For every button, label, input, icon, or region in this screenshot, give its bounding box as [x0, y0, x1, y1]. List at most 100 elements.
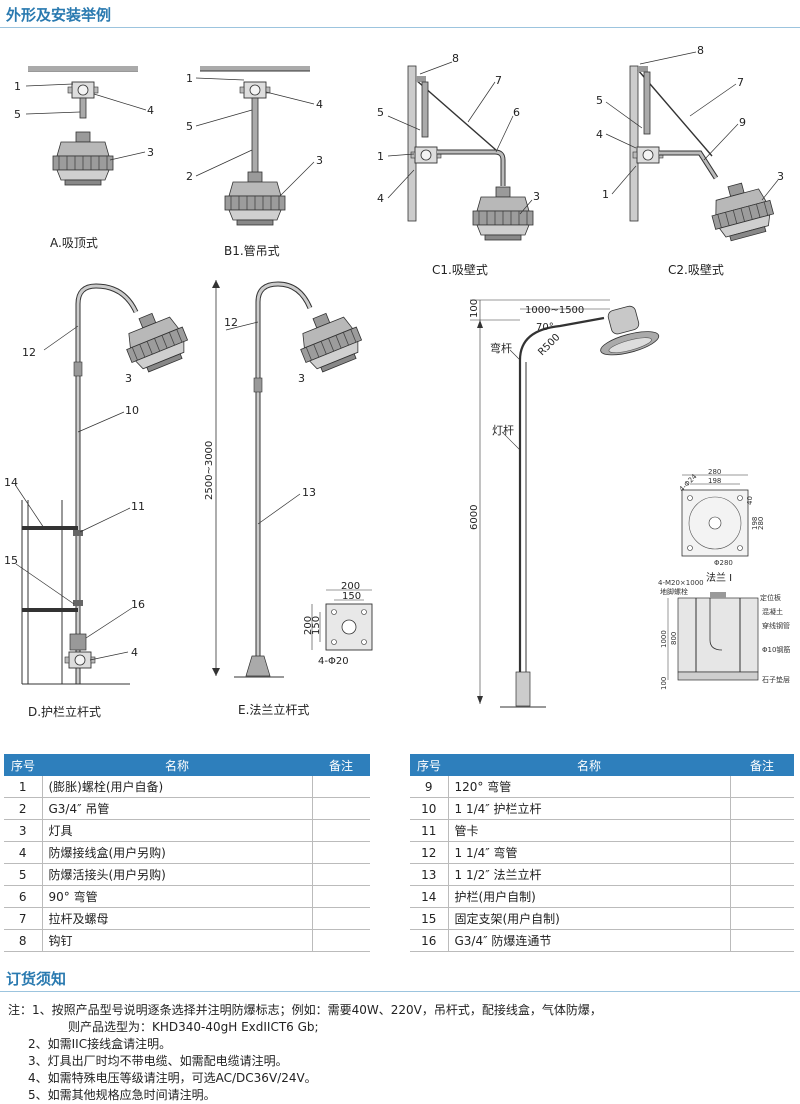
c2-label-7: 7 — [737, 76, 744, 89]
c1-label-1: 1 — [377, 150, 384, 163]
note-5: 5、如需其他规格应急时间请注明。 — [28, 1088, 216, 1102]
figure-d: 12 3 10 14 11 15 16 4 D.护栏立杆式 — [4, 283, 194, 719]
f-found-anchor: 地脚螺栓 — [660, 587, 688, 596]
d-label-11: 11 — [131, 500, 145, 513]
b1-label-5: 5 — [186, 120, 193, 133]
header-remark: 备注 — [312, 754, 370, 776]
c2-label-9: 9 — [739, 116, 746, 129]
d-label-14: 14 — [4, 476, 18, 489]
figure-c2: 8 7 5 9 4 1 3 C2.吸壁式 — [596, 44, 784, 277]
f-flange-caption: 法兰 I — [706, 571, 732, 584]
c2-caption: C2.吸壁式 — [668, 262, 724, 277]
d-label-12: 12 — [22, 346, 36, 359]
header-remark: 备注 — [730, 754, 794, 776]
f-dim-angle: 70° — [536, 322, 554, 333]
note-1: 注：1、按照产品型号说明逐条选择并注明防爆标志；例如：需要40W、220V，吊杆… — [8, 1003, 602, 1017]
a-label-5: 5 — [14, 108, 21, 121]
a-caption: A.吸顶式 — [50, 236, 98, 250]
ordering-title: 订货须知 — [6, 970, 67, 988]
d-label-3: 3 — [125, 372, 132, 385]
e-height-dim: 2500~3000 — [204, 441, 215, 500]
b1-caption: B1.管吊式 — [224, 243, 280, 258]
figure-e: 2500~3000 12 3 13 200 150 200 150 4-Φ20 … — [204, 280, 373, 717]
installation-drawings: 1 5 4 3 A.吸顶式 1 5 4 2 3 B1.管吊式 — [4, 44, 790, 719]
f-flange-w198: 198 — [708, 477, 721, 485]
e-label-12: 12 — [224, 316, 238, 329]
a-label-3: 3 — [147, 146, 154, 159]
f-dim-radius: R500 — [536, 332, 562, 358]
f-found-plate: 定位板 — [760, 593, 781, 602]
c1-caption: C1.吸壁式 — [432, 262, 488, 277]
c1-label-3: 3 — [533, 190, 540, 203]
f-label-bent-arm: 弯杆 — [490, 341, 512, 355]
f-label-pole: 灯杆 — [492, 423, 514, 437]
ordering-title-rule — [0, 991, 800, 992]
d-label-16: 16 — [131, 598, 145, 611]
e-flange-holes: 4-Φ20 — [318, 656, 349, 667]
c2-label-8: 8 — [697, 44, 704, 57]
note-3: 3、灯具出厂时均不带电缆、如需配电缆请注明。 — [28, 1054, 288, 1068]
f-found-concrete: 混凝土 — [762, 607, 783, 616]
c2-label-3: 3 — [777, 170, 784, 183]
e-flange-w200: 200 — [341, 581, 360, 592]
f-dim-6000: 6000 — [469, 505, 480, 530]
c1-label-5: 5 — [377, 106, 384, 119]
c1-label-7: 7 — [495, 74, 502, 87]
c2-label-1: 1 — [602, 188, 609, 201]
f-dim-100: 100 — [469, 299, 480, 318]
f-found-conduit: 穿线钢管 — [762, 621, 790, 630]
table-row: 1(膨胀)螺栓(用户自备) — [4, 776, 370, 798]
c1-label-6: 6 — [513, 106, 520, 119]
d-caption: D.护栏立杆式 — [28, 704, 101, 719]
installation-title: 外形及安装举例 — [6, 6, 112, 24]
f-found-rebar: Φ10钢筋 — [762, 645, 790, 654]
b1-label-1: 1 — [186, 72, 193, 85]
header-name: 名称 — [42, 754, 312, 776]
note-4: 4、如需特殊电压等级请注明，可选AC/DC36V/24V。 — [28, 1071, 317, 1085]
f-found-800: 800 — [670, 632, 678, 645]
d-label-10: 10 — [125, 404, 139, 417]
f-found-bolts-dim: 4-M20×1000 — [658, 579, 704, 587]
f-found-1000: 1000 — [660, 630, 668, 648]
figure-f: 100 6000 1000~1500 70° R500 弯杆 灯杆 280 — [469, 299, 790, 708]
f-found-100: 100 — [660, 677, 668, 690]
header-name: 名称 — [448, 754, 730, 776]
note-2: 2、如需IIC接线盒请注明。 — [28, 1037, 172, 1051]
d-label-15: 15 — [4, 554, 18, 567]
e-flange-h150: 150 — [311, 616, 322, 635]
f-flange-h198: 198 — [751, 517, 759, 530]
e-caption: E.法兰立杆式 — [238, 702, 309, 717]
note-1-cont: 则产品选型为：KHD340-40gH ExdIICT6 Gb; — [68, 1020, 319, 1034]
e-label-13: 13 — [302, 486, 316, 499]
b1-label-2: 2 — [186, 170, 193, 183]
b1-label-4: 4 — [316, 98, 323, 111]
f-found-gravel: 石子垫层 — [762, 675, 790, 684]
a-label-4: 4 — [147, 104, 154, 117]
a-label-1: 1 — [14, 80, 21, 93]
header-no: 序号 — [410, 754, 448, 776]
installation-title-rule — [0, 27, 800, 28]
f-flange-h280: 280 — [757, 517, 765, 530]
figure-c1: 8 7 6 5 1 4 3 C1.吸壁式 — [377, 52, 540, 277]
c1-label-8: 8 — [452, 52, 459, 65]
ordering-notes: 注：1、按照产品型号说明逐条选择并注明防爆标志；例如：需要40W、220V，吊杆… — [8, 1002, 788, 1104]
c2-label-5: 5 — [596, 94, 603, 107]
b1-label-3: 3 — [316, 154, 323, 167]
f-flange-dia: Φ280 — [714, 559, 733, 567]
